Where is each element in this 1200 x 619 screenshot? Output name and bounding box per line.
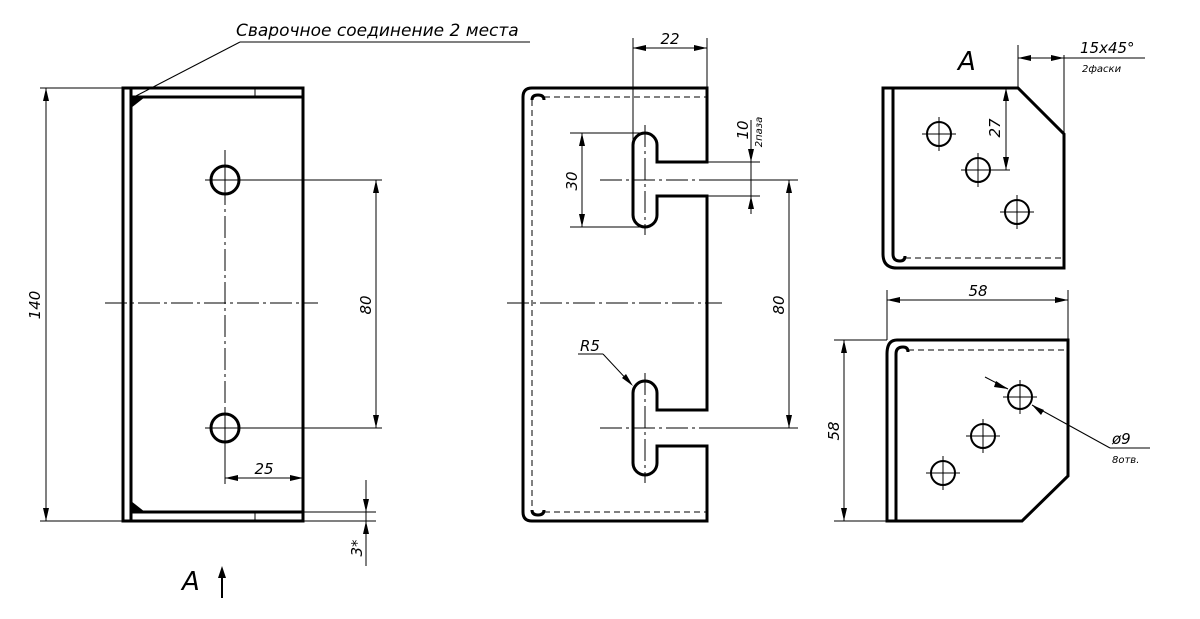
dim-overall-height: 140: [26, 291, 44, 320]
dim-bottom-height: 58: [825, 421, 843, 440]
bottom-view-outline: [885, 338, 1070, 523]
section-view-outline: [881, 86, 1066, 270]
dim-slot-width-note: 2паза: [754, 117, 765, 147]
dim-slot-width: 10: [734, 120, 752, 139]
dim-slot-radius: R5: [580, 337, 600, 355]
dim-thickness: 3*: [348, 539, 366, 557]
dim-slot-depth: 22: [660, 30, 679, 48]
dim-slot-length: 30: [563, 171, 581, 190]
weld-note: Сварочное соединение 2 места: [236, 21, 519, 41]
middle-view-outline: [521, 86, 709, 523]
front-view-outline: [121, 86, 305, 523]
section-view-a: A 27 15x45° 2фаски: [881, 39, 1145, 270]
front-view: 140 80 25 3* Сварочное соединение 2 мест…: [26, 21, 530, 598]
weld-mark-top: [131, 97, 145, 108]
section-label-bottom: A: [180, 567, 200, 597]
weld-leader: [131, 41, 241, 99]
dim-hole-spacing-front: 80: [357, 295, 375, 314]
dim-bottom-width: 58: [968, 282, 987, 300]
middle-view: 22 30 10 2паза 80 R5: [507, 30, 798, 523]
dim-hole-diameter: ø9: [1111, 430, 1131, 448]
dim-hole-count: 8отв.: [1112, 455, 1139, 466]
dim-chamfer: 15x45°: [1080, 39, 1135, 57]
weld-mark-bottom: [131, 501, 145, 512]
dim-slot-spacing: 80: [770, 295, 788, 314]
bottom-right-view: 58 58 ø9 8отв.: [825, 282, 1150, 523]
dim-hole-offset: 25: [254, 460, 273, 478]
dim-hole-offset-top: 27: [986, 118, 1004, 138]
section-label-top: A: [956, 47, 976, 77]
dim-chamfer-note: 2фаски: [1082, 64, 1122, 75]
view-arrow: [218, 566, 226, 578]
